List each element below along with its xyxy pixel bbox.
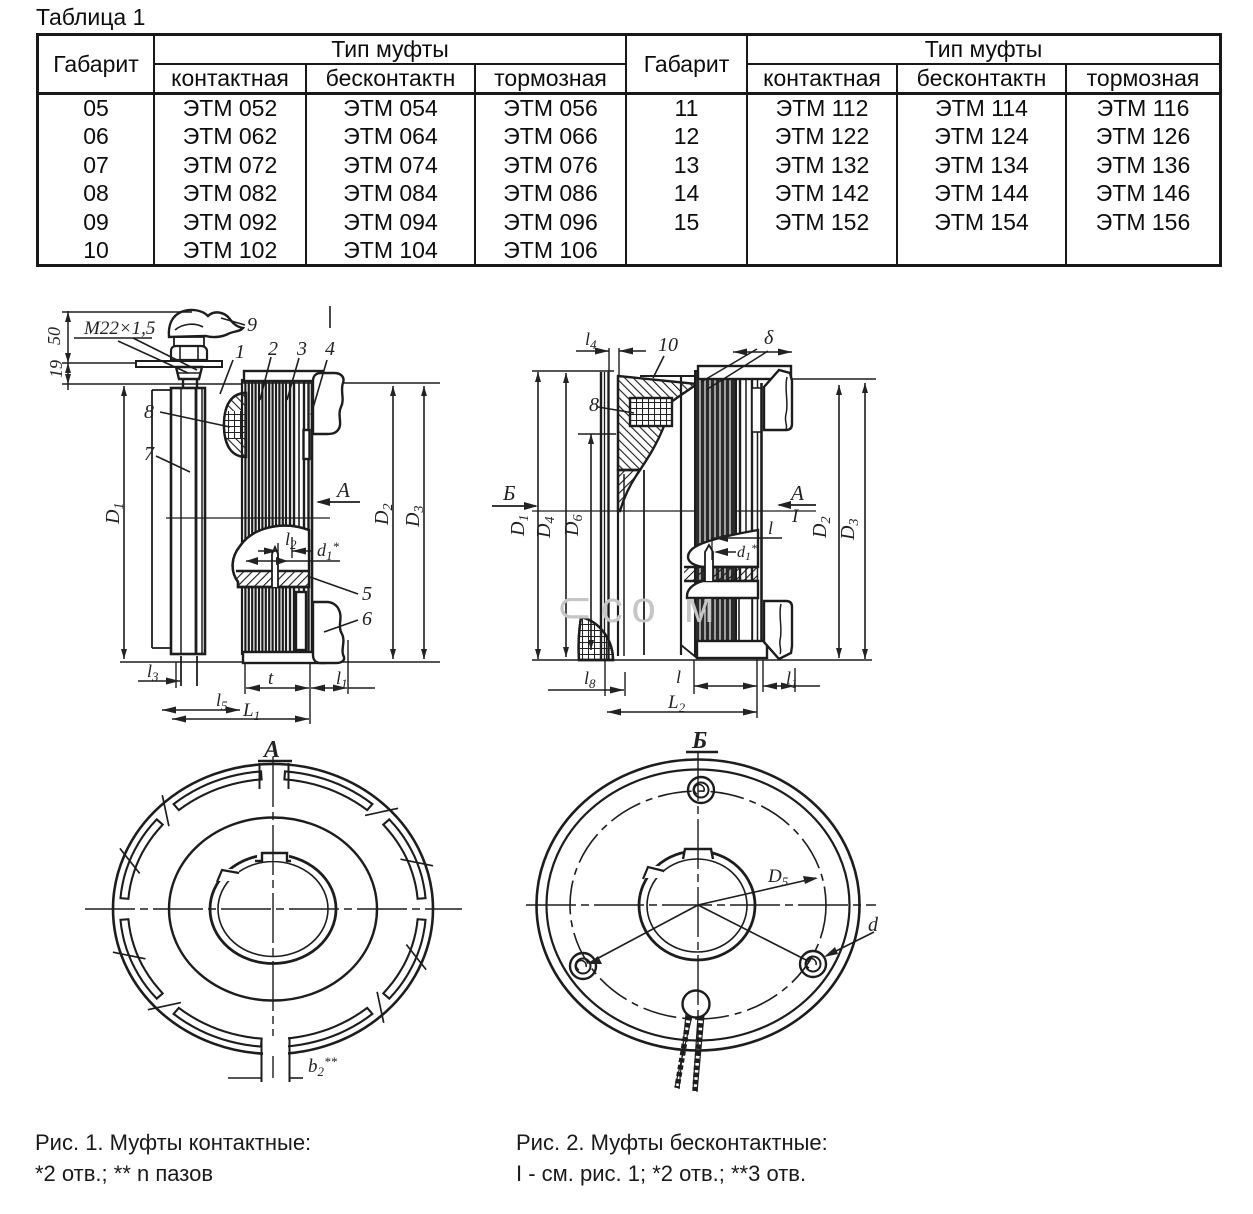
- svg-text:5: 5: [362, 583, 372, 605]
- svg-text:d1*: d1*: [317, 539, 340, 563]
- svg-text:D5: D5: [767, 866, 789, 889]
- svg-text:l8: l8: [584, 668, 596, 691]
- svg-text:l5: l5: [216, 690, 228, 713]
- svg-text:t: t: [268, 668, 274, 689]
- svg-text:D2: D2: [809, 517, 834, 539]
- svg-text:D4: D4: [533, 517, 558, 539]
- svg-text:δ: δ: [764, 327, 774, 349]
- svg-text:L2: L2: [667, 692, 686, 715]
- svg-text:l1: l1: [786, 668, 798, 691]
- svg-text:1: 1: [235, 341, 245, 363]
- svg-text:A: A: [262, 737, 280, 763]
- svg-text:l: l: [676, 667, 681, 687]
- svg-text:A: A: [789, 481, 804, 505]
- svg-text:2: 2: [268, 338, 278, 360]
- svg-text:M22×1,5: M22×1,5: [83, 318, 155, 339]
- svg-text:Б: Б: [691, 728, 707, 754]
- svg-text:Б: Б: [502, 481, 515, 505]
- svg-text:50: 50: [44, 327, 64, 345]
- svg-text:D3: D3: [402, 506, 427, 528]
- svg-text:3: 3: [296, 338, 307, 360]
- svg-text:L1: L1: [242, 700, 260, 723]
- svg-text:10: 10: [658, 334, 678, 356]
- svg-text:4: 4: [325, 338, 335, 360]
- svg-text:l1: l1: [336, 668, 348, 691]
- svg-text:9: 9: [247, 314, 257, 336]
- svg-text:l: l: [768, 518, 773, 538]
- svg-text:A: A: [335, 478, 350, 502]
- svg-text:I: I: [791, 506, 800, 527]
- svg-text:8: 8: [589, 394, 599, 416]
- svg-text:D2: D2: [371, 504, 396, 526]
- svg-text:D3: D3: [837, 519, 862, 541]
- svg-text:D1: D1: [102, 503, 127, 525]
- svg-text:l4: l4: [585, 329, 597, 352]
- svg-text:6: 6: [362, 608, 372, 630]
- svg-text:8: 8: [144, 401, 154, 423]
- svg-text:7: 7: [144, 443, 155, 465]
- svg-text:D1: D1: [507, 515, 532, 537]
- svg-text:D6: D6: [561, 515, 586, 537]
- svg-text:d: d: [868, 914, 879, 936]
- svg-text:b2**: b2**: [308, 1054, 338, 1079]
- svg-text:l3: l3: [147, 661, 159, 684]
- svg-text:⊂со м: ⊂со м: [556, 583, 722, 632]
- svg-text:19: 19: [46, 360, 66, 378]
